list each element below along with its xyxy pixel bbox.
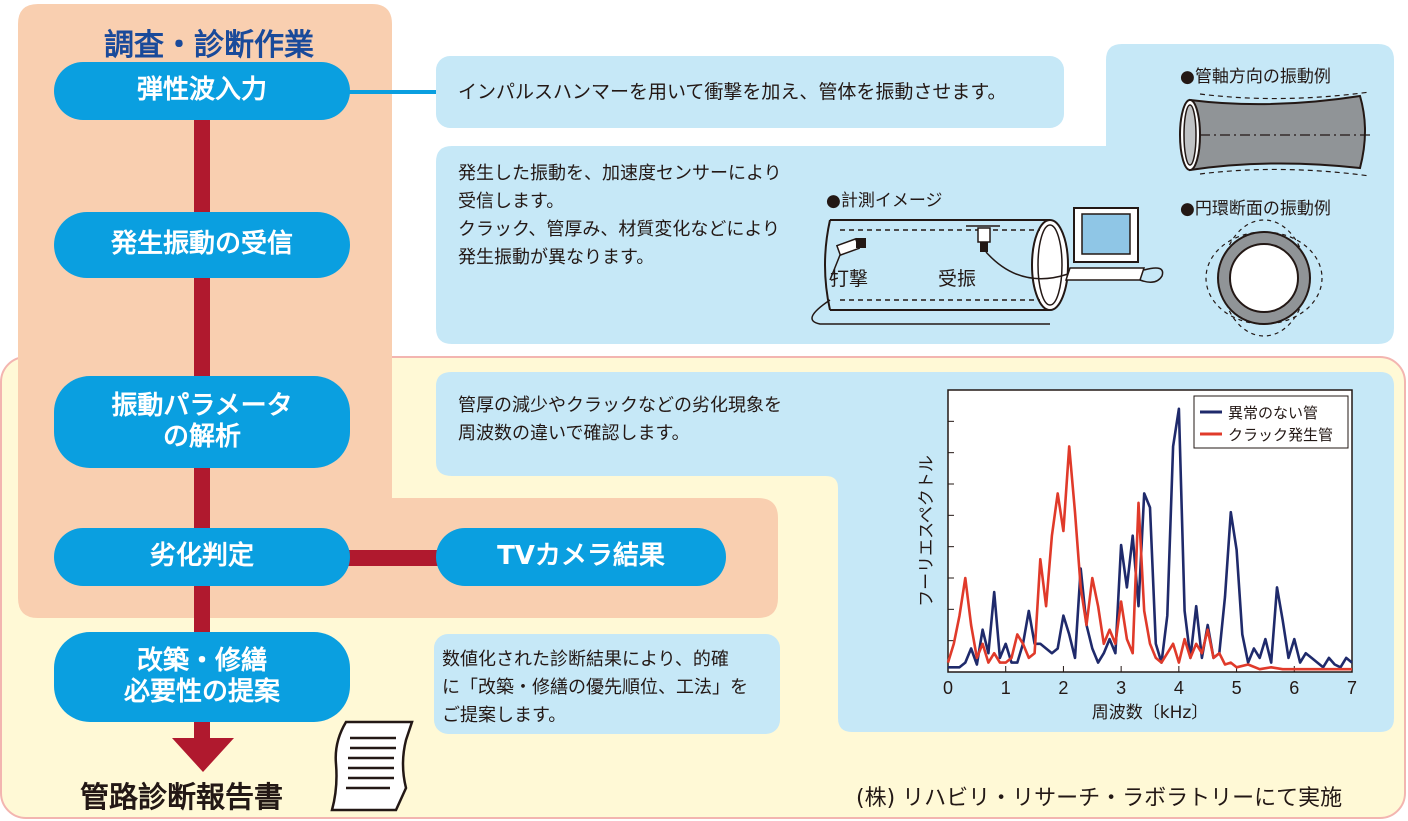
section-title: 調査・診断作業: [104, 28, 314, 63]
report-label: 管路診断報告書: [80, 780, 284, 814]
receive-line-2: 受信します。: [458, 191, 565, 212]
receive-line-3: クラック、管厚み、材質変化などにより: [458, 219, 781, 240]
proposal-line-2: に「改築・修繕の優先順位、工法」を: [442, 677, 748, 698]
x-tick-label: 2: [1058, 678, 1068, 698]
x-tick-label: 5: [1232, 678, 1242, 698]
step-elastic-wave-input: 弾性波入力: [54, 62, 350, 120]
proposal-line-3: ご提案します。: [442, 705, 567, 726]
step-rehabilitation-proposal: 改築・修繕 必要性の提案: [54, 632, 350, 722]
report-arrow-head: [172, 738, 234, 772]
receive-line-4: 発生振動が異なります。: [458, 247, 655, 268]
tv-camera-result: TVカメラ結果: [436, 528, 726, 586]
analysis-description: 管厚の減少やクラックなどの劣化現象を 周波数の違いで確認します。: [458, 392, 782, 448]
receive-description-box: [436, 44, 1394, 344]
step-vibration-receiving: 発生振動の受信: [54, 212, 350, 278]
proposal-description-box: [434, 634, 780, 734]
strike-label: 打撃: [830, 268, 869, 290]
x-tick-label: 6: [1289, 678, 1299, 698]
y-axis-label: フーリエスペクトル: [917, 455, 937, 607]
legend-box: [1193, 395, 1349, 449]
analysis-line-1: 管厚の減少やクラックなどの劣化現象を: [458, 395, 782, 416]
ring-vibration-illustration: [1205, 219, 1323, 337]
axial-vibration-illustration: [1179, 91, 1371, 177]
x-tick-label: 7: [1347, 678, 1357, 698]
step-deterioration-judgment: 劣化判定: [54, 528, 350, 586]
x-tick-label: 0: [943, 678, 953, 698]
tv-camera-connector: [344, 550, 444, 566]
ring-caption: ●円環断面の振動例: [1180, 199, 1331, 219]
x-tick-label: 1: [1001, 678, 1011, 698]
proposal-description: 数値化された診断結果により、的確 に「改築・修繕の優先順位、工法」を ご提案しま…: [442, 646, 748, 730]
proposal-line-1: 数値化された診断結果により、的確: [442, 649, 729, 670]
analysis-line-2: 周波数の違いで確認します。: [458, 423, 690, 444]
legend-label: クラック発生管: [1228, 426, 1333, 444]
document-icon: [330, 720, 414, 812]
step-parameter-analysis: 振動パラメータ の解析: [54, 376, 350, 468]
series-line-crack: [946, 445, 1352, 671]
x-axis-label: 周波数〔kHz〕: [1092, 703, 1209, 723]
measurement-caption: ●計測イメージ: [826, 191, 943, 211]
x-tick-label: 3: [1116, 678, 1126, 698]
series-line-normal: [948, 407, 1353, 669]
legend-label: 異常のない管: [1228, 404, 1318, 422]
footer-note: (株) リハビリ・リサーチ・ラボラトリーにて実施: [856, 786, 1343, 811]
receive-description: 発生した振動を、加速度センサーにより 受信します。 クラック、管厚み、材質変化な…: [458, 160, 782, 272]
measurement-illustration: [811, 207, 1164, 325]
axial-caption: ●管軸方向の振動例: [1180, 67, 1331, 87]
impulse-connector-line: [340, 90, 436, 94]
receive-line-1: 発生した振動を、加速度センサーにより: [458, 163, 782, 184]
impulse-description: インパルスハンマーを用いて衝撃を加え、管体を振動させます。: [458, 81, 1007, 103]
receive-label: 受振: [938, 268, 977, 290]
x-tick-label: 4: [1174, 678, 1184, 698]
impulse-description-box: [436, 56, 1064, 128]
